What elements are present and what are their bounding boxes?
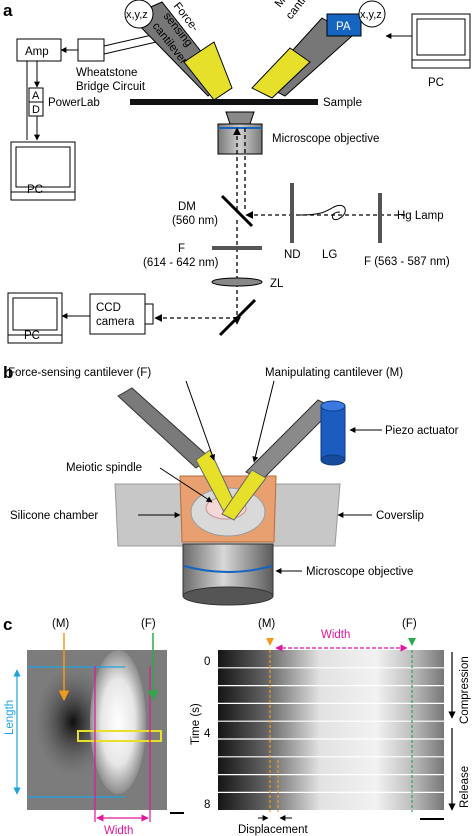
time-tick-0: 0 [204, 656, 210, 668]
pa-label: PA [336, 21, 351, 33]
pc-right-label: PC [428, 77, 444, 89]
objective-label-a: Microscope objective [272, 133, 379, 145]
m-label-left: (M) [52, 618, 69, 630]
f-right-label: F (563 - 587 nm) [364, 256, 450, 268]
zoom-lens [211, 277, 263, 287]
pc-left-base [10, 191, 76, 201]
sample-label: Sample [323, 97, 362, 109]
chamber-label: Silicone chamber [10, 510, 98, 522]
ccd-label-1: CCD [96, 302, 121, 314]
f-right-filter [378, 193, 382, 243]
xyz-right-label: x,y,z [360, 9, 382, 21]
spindle-arrow [159, 467, 213, 503]
time-axis-label: Time (s) [190, 703, 202, 745]
length-label: Length [4, 700, 16, 735]
time-tick-8: 8 [204, 799, 210, 811]
force-b-arrow [185, 380, 216, 461]
f-label-left: (F) [141, 618, 156, 630]
nd-label: ND [284, 249, 301, 261]
microscope-objective-a [217, 111, 263, 155]
pc-right-base [411, 59, 471, 69]
sample-slide [130, 99, 318, 105]
dichroic-mirror [220, 194, 254, 228]
width-label-right: Width [321, 629, 350, 641]
dm-label-2: (560 nm) [172, 215, 218, 227]
amp-label: Amp [25, 46, 49, 58]
wheatstone-label-1: Wheatstone [76, 67, 137, 79]
xyz-left-label: x,y,z [126, 9, 148, 21]
light-guide [299, 204, 346, 221]
bottom-mirror [218, 298, 257, 337]
coverslip-label: Coverslip [376, 510, 424, 522]
force-cantilever-b-label: Force-sensing cantilever (F) [8, 367, 151, 379]
manip-cantilever-b [221, 399, 335, 521]
piezo-actuator [320, 400, 346, 466]
kymograph [218, 650, 444, 810]
piezo-label: Piezo actuator [385, 425, 459, 437]
zl-label: ZL [270, 278, 284, 290]
ccd-camera [89, 293, 146, 335]
pc-bottom-base [7, 334, 63, 344]
pc-right-screen [416, 18, 466, 56]
ad-d-label: D [32, 104, 40, 116]
spindle-label: Meiotic spindle [66, 462, 142, 474]
powerlab-label: PowerLab [48, 97, 100, 109]
m-label-right: (M) [258, 618, 275, 630]
f-left-label-1: F [178, 243, 185, 255]
panel-label-c: c [3, 615, 12, 634]
pc-left-screen [15, 146, 71, 188]
kymograph-roi-box [77, 730, 162, 742]
force-cantilever-a [129, 1, 233, 101]
time-tick-4: 4 [204, 728, 211, 740]
f-left-label-2: (614 - 642 nm) [143, 257, 219, 269]
ccd-lens-mount [144, 303, 154, 325]
manip-b-arrow [252, 380, 275, 463]
panel-label-a: a [3, 1, 13, 20]
manip-cantilever-b-label: Manipulating cantilever (M) [265, 367, 403, 379]
ccd-label-2: camera [96, 316, 135, 328]
pc-left-label: PC [27, 184, 43, 196]
ad-a-label: A [32, 90, 40, 102]
displacement-label: Displacement [238, 824, 308, 836]
width-label-left: Width [104, 825, 133, 836]
xyz-stage-left [124, 0, 154, 29]
dm-label-1: DM [178, 201, 196, 213]
hg-lamp-label: Hg Lamp [397, 210, 444, 222]
panel-label-b: b [3, 363, 13, 382]
compression-label: Compression [459, 656, 471, 724]
f-label-right: (F) [402, 618, 417, 630]
pa-box [326, 13, 362, 37]
microscope-objective-b [182, 543, 274, 606]
pc-bottom-screen [12, 297, 58, 331]
wheatstone-label-2: Bridge Circuit [76, 81, 146, 93]
xyz-stage-right [358, 0, 386, 28]
f-left-filter [212, 246, 262, 250]
wheatstone-box [77, 38, 105, 62]
manip-cantilever-a [251, 17, 353, 99]
nd-filter [290, 183, 294, 243]
bridge-cable-2 [103, 39, 166, 55]
pc-bottom-label: PC [24, 330, 40, 342]
f-triangle-kymo [408, 638, 416, 646]
objective-b-label: Microscope objective [306, 566, 413, 578]
manip-label-2: cantilever [284, 0, 324, 22]
lg-label: LG [322, 249, 337, 261]
release-label: Release [459, 766, 471, 808]
m-triangle-kymo [266, 638, 274, 646]
